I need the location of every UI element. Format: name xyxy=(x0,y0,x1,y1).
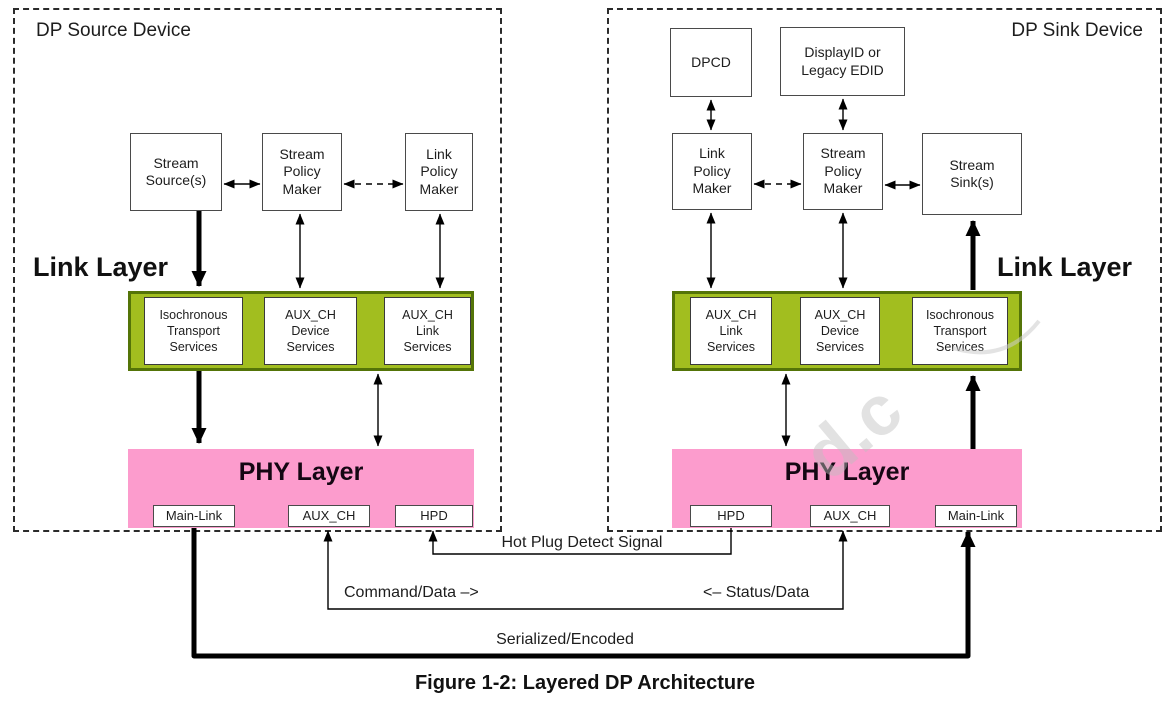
source-aux-ch-device-services-box: AUX_CH Device Services xyxy=(264,297,357,365)
sink-phy-aux-ch-box: AUX_CH xyxy=(810,505,890,527)
source-phy-layer-title: PHY Layer xyxy=(238,458,364,486)
source-phy-aux-ch-box: AUX_CH xyxy=(288,505,370,527)
source-link-policy-maker-box: Link Policy Maker xyxy=(405,133,473,211)
sink-phy-layer: PHY Layer HPD AUX_CH Main-Link xyxy=(672,449,1022,528)
dp-source-device-title: DP Source Device xyxy=(36,20,191,41)
source-phy-hpd-box: HPD xyxy=(395,505,473,527)
sink-phy-main-link-box: Main-Link xyxy=(935,505,1017,527)
sink-link-layer-label: Link Layer xyxy=(997,252,1133,282)
source-phy-main-link-box: Main-Link xyxy=(153,505,235,527)
source-link-layer-label: Link Layer xyxy=(33,252,169,282)
sink-isochronous-transport-services-box: Isochronous Transport Services xyxy=(912,297,1008,365)
source-aux-ch-link-services-box: AUX_CH Link Services xyxy=(384,297,471,365)
stream-sink-box: Stream Sink(s) xyxy=(922,133,1022,215)
serialized-encoded-label: Serialized/Encoded xyxy=(496,631,634,648)
sink-aux-ch-link-services-box: AUX_CH Link Services xyxy=(690,297,772,365)
hot-plug-detect-signal-label: Hot Plug Detect Signal xyxy=(501,534,663,551)
dpcd-box: DPCD xyxy=(670,28,752,97)
sink-aux-ch-device-services-box: AUX_CH Device Services xyxy=(800,297,880,365)
status-data-label: <– Status/Data xyxy=(703,584,810,601)
displayid-legacy-edid-box: DisplayID or Legacy EDID xyxy=(780,27,905,96)
sink-stream-policy-maker-box: Stream Policy Maker xyxy=(803,133,883,210)
sink-link-layer-services-bar: AUX_CH Link Services AUX_CH Device Servi… xyxy=(672,291,1022,371)
sink-phy-hpd-box: HPD xyxy=(690,505,772,527)
stream-source-box: Stream Source(s) xyxy=(130,133,222,211)
sink-link-policy-maker-box: Link Policy Maker xyxy=(672,133,752,210)
source-phy-layer: PHY Layer Main-Link AUX_CH HPD xyxy=(128,449,474,528)
sink-phy-layer-title: PHY Layer xyxy=(784,458,910,486)
figure-caption: Figure 1-2: Layered DP Architecture xyxy=(414,672,756,694)
source-isochronous-transport-services-box: Isochronous Transport Services xyxy=(144,297,243,365)
command-data-label: Command/Data –> xyxy=(344,584,479,601)
source-stream-policy-maker-box: Stream Policy Maker xyxy=(262,133,342,211)
dp-sink-device-title: DP Sink Device xyxy=(1011,20,1143,41)
source-link-layer-services-bar: Isochronous Transport Services AUX_CH De… xyxy=(128,291,474,371)
